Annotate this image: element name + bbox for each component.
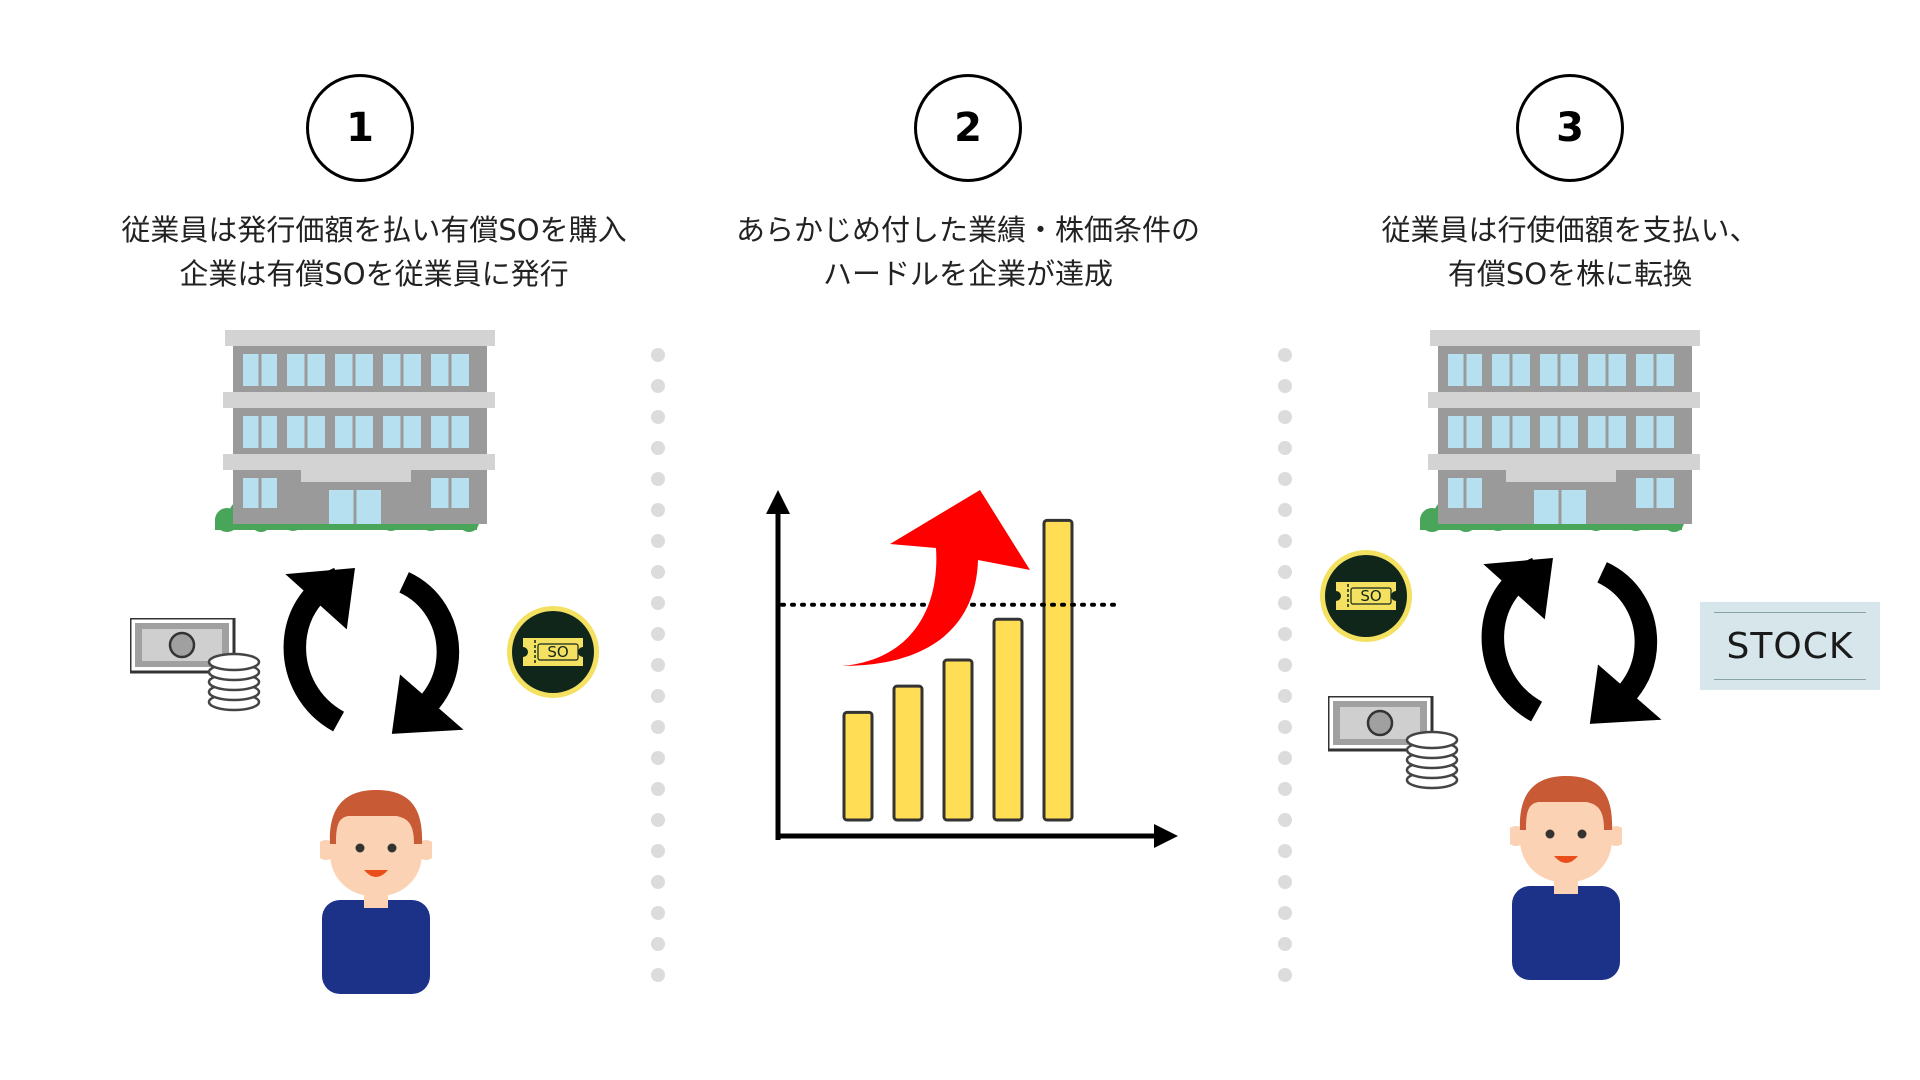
step-2-line-1: あらかじめ付した業績・株価条件の [735,213,1200,247]
step-3-line-2: 有償SOを株に転換 [1447,257,1693,291]
employee-icon [320,790,432,994]
step-3-line-1: 従業員は行使価額を支払い、 [1381,213,1759,247]
so-coin-label: SO [1360,587,1382,605]
exchange-cycle-icon [280,568,475,740]
growth-chart [766,490,1178,848]
so-coin-icon: SO [505,604,601,700]
chart-bar-5 [1042,518,1074,822]
chart-bar-4 [992,617,1024,822]
exchange-cycle-icon [1478,558,1673,730]
step-2-line-2: ハードルを企業が達成 [822,257,1113,291]
growth-arrow-icon [842,490,1030,666]
chart-bar-3 [942,658,974,822]
chart-bar-2 [892,684,924,822]
employee-icon [1510,776,1622,980]
divider-dots-left [651,348,665,982]
so-coin-icon: SO [1318,548,1414,644]
money-icon [1328,696,1459,790]
step-3-number: 3 [1516,74,1624,182]
stock-label: STOCK [1726,625,1854,667]
money-icon [130,618,261,712]
stock-certificate: STOCK [1700,602,1880,690]
building-icon [1418,330,1702,532]
step-1-number: 1 [306,74,414,182]
step-1-line-1: 従業員は発行価額を払い有償SOを購入 [121,213,627,247]
building-icon [213,330,497,532]
chart-bar-1 [842,710,874,822]
step-1-line-2: 企業は有償SOを従業員に発行 [179,257,569,291]
so-coin-label: SO [547,643,569,661]
chart-x-axis-arrowhead [1154,824,1178,848]
step-2-number: 2 [914,74,1022,182]
step-2-description: あらかじめ付した業績・株価条件の ハードルを企業が達成 [658,208,1278,296]
divider-dots-right [1278,348,1292,982]
step-1-description: 従業員は発行価額を払い有償SOを購入 企業は有償SOを従業員に発行 [64,208,684,296]
chart-y-axis-arrowhead [766,490,790,514]
step-3-description: 従業員は行使価額を支払い、 有償SOを株に転換 [1260,208,1880,296]
